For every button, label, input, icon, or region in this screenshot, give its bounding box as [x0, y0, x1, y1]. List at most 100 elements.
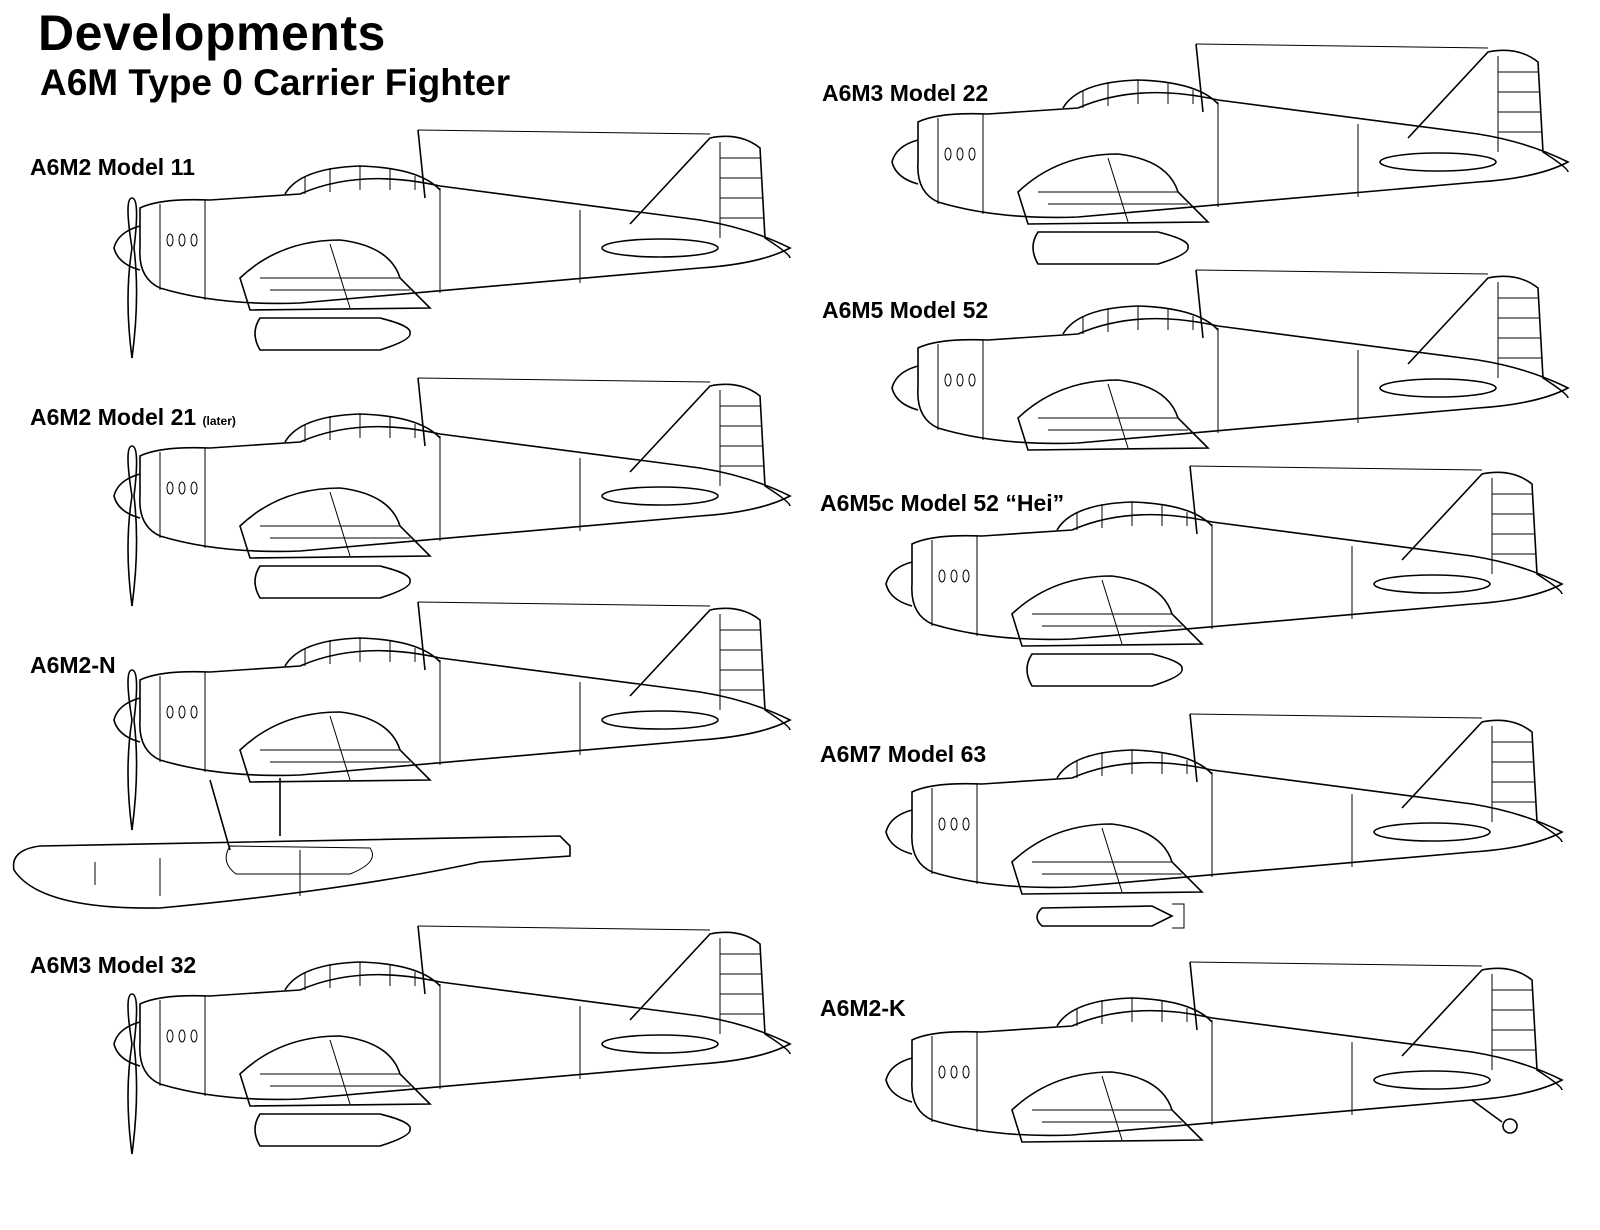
exhaust-port [178, 705, 186, 719]
variant-label-a6m2-n: A6M2-N [30, 652, 116, 678]
main-float [12, 835, 571, 909]
float-keel [225, 845, 373, 875]
antenna-wire [417, 129, 711, 135]
float-struts [209, 778, 281, 851]
canopy-frames [1076, 998, 1188, 1026]
fuselage-outline [911, 1009, 1564, 1137]
variant-label-a6m5-model-52: A6M5 Model 52 [822, 297, 989, 323]
fuselage-outline [139, 425, 792, 553]
panel-lines [1211, 1020, 1353, 1125]
aircraft-profile-a6m2-model-21 [100, 376, 800, 616]
tail-fin [1401, 719, 1563, 843]
panel-lines [439, 436, 581, 541]
cowling-lines [159, 448, 206, 548]
exhaust-port [190, 705, 198, 719]
cowling-lines [931, 1032, 978, 1132]
cowling-lines [159, 996, 206, 1096]
wing-root [1011, 823, 1204, 895]
exhaust-port [944, 373, 952, 387]
canopy-frames [304, 638, 416, 666]
exhaust-port [950, 1065, 958, 1079]
antenna-mast [417, 129, 426, 199]
rudder-ribs [719, 142, 764, 238]
panel-lines [439, 660, 581, 765]
antenna-mast [1195, 43, 1204, 113]
exhaust-port [950, 817, 958, 831]
aircraft-profile-a6m3-model-32 [100, 924, 800, 1164]
cowling-lines [931, 536, 978, 636]
cowling-lines [159, 672, 206, 772]
panel-lines [1211, 772, 1353, 877]
wing-details [1032, 827, 1182, 893]
fuselage-outline [917, 317, 1570, 445]
aircraft-profile-a6m2-k [872, 960, 1572, 1200]
spinner [891, 365, 919, 411]
tail-fin [1401, 471, 1563, 595]
aircraft-profile-a6m3-model-22 [878, 42, 1578, 282]
antenna-mast [417, 925, 426, 995]
exhaust-port [962, 1065, 970, 1079]
rudder-ribs [1497, 282, 1542, 378]
wing-details [260, 715, 410, 781]
tail-fin [1407, 275, 1569, 399]
exhaust-port [938, 569, 946, 583]
panel-lines [439, 188, 581, 293]
canopy [1056, 749, 1213, 779]
antenna-mast [1195, 269, 1204, 339]
variant-label-a6m2-model-21: A6M2 Model 21 (later) [30, 404, 236, 430]
panel-lines [439, 984, 581, 1089]
canopy-frames [304, 962, 416, 990]
exhaust-port [944, 147, 952, 161]
canopy-frames [1076, 502, 1188, 530]
variant-label-a6m3-model-22: A6M3 Model 22 [822, 80, 989, 106]
exhaust-port [938, 1065, 946, 1079]
variant-label-a6m2-k: A6M2-K [820, 995, 906, 1021]
tailwheel [1502, 1118, 1518, 1134]
wing-root [239, 1035, 432, 1107]
wing-details [1032, 579, 1182, 645]
wing-details [260, 491, 410, 557]
canopy-frames [304, 414, 416, 442]
aircraft-profile-a6m7-model-63 [872, 712, 1572, 952]
cowling-lines [159, 200, 206, 300]
tail-fin [629, 931, 791, 1055]
horizontal-stabilizer [601, 238, 719, 258]
aircraft-profile-a6m2-n [12, 600, 800, 920]
rudder-ribs [719, 614, 764, 710]
horizontal-stabilizer [1379, 152, 1497, 172]
antenna-mast [1189, 713, 1198, 783]
wing-root [239, 711, 432, 783]
wing-root [239, 239, 432, 311]
spinner [885, 809, 913, 855]
canopy [1056, 997, 1213, 1027]
antenna-wire [417, 925, 711, 931]
horizontal-stabilizer [601, 710, 719, 730]
antenna-mast [1189, 961, 1198, 1031]
antenna-wire [1189, 961, 1483, 967]
cowling-lines [937, 114, 984, 214]
horizontal-stabilizer [601, 1034, 719, 1054]
exhaust-port [962, 817, 970, 831]
spinner [891, 139, 919, 185]
drop-tank [254, 565, 411, 599]
canopy [284, 961, 441, 991]
fuselage-outline [911, 513, 1564, 641]
canopy [1056, 501, 1213, 531]
wing-root [1011, 575, 1204, 647]
tailwheel-strut [1471, 1099, 1503, 1123]
exhaust-port [190, 1029, 198, 1043]
exhaust-port [190, 233, 198, 247]
tail-fin [629, 607, 791, 731]
bomb-fins [1172, 903, 1185, 929]
tail-fin [629, 135, 791, 259]
drop-tank [254, 1113, 411, 1147]
rudder-ribs [1491, 974, 1536, 1070]
canopy-frames [304, 166, 416, 194]
horizontal-stabilizer [601, 486, 719, 506]
exhaust-port [956, 373, 964, 387]
propeller [127, 993, 138, 1155]
canopy-frames [1076, 750, 1188, 778]
exhaust-port [178, 1029, 186, 1043]
canopy-frames [1082, 306, 1194, 334]
fuselage-outline [917, 91, 1570, 219]
